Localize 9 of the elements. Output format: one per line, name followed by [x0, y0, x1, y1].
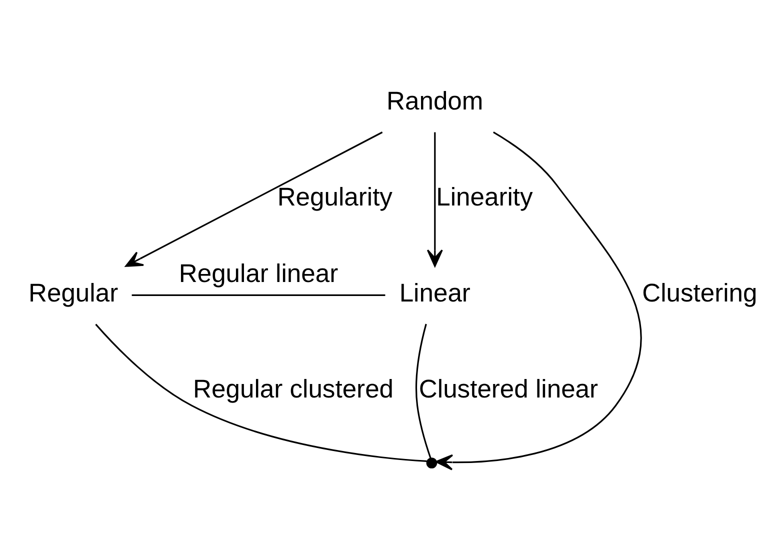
edge-label: Regular linear [178, 260, 338, 288]
edge-label: Clustering [642, 278, 758, 307]
edge-label: Linearity [436, 182, 533, 211]
node-text: Linear [399, 278, 470, 307]
node-text: Regular [28, 278, 118, 307]
edge-label: Regularity [277, 182, 392, 211]
edge-label: Regular clustered [193, 374, 394, 403]
edge-label: Clustered linear [418, 374, 598, 403]
node-text: Random [386, 86, 484, 115]
